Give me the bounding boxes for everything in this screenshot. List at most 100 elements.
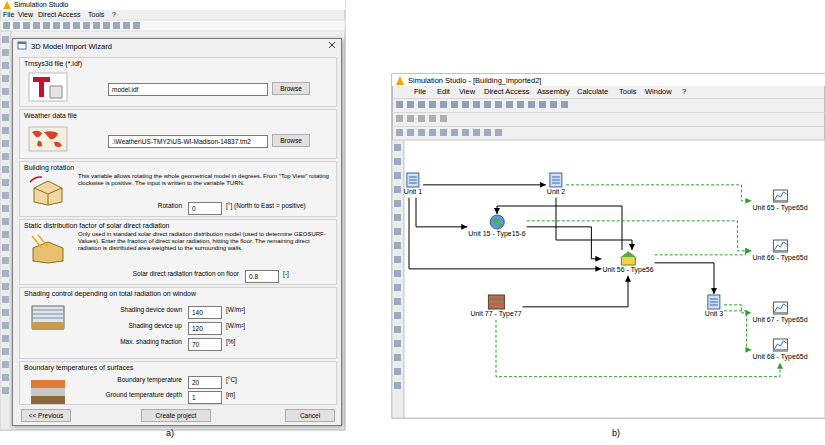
menu-item: Direct Access (38, 11, 80, 19)
data-link (409, 198, 601, 269)
app-icon (396, 76, 404, 85)
number-field: 0.8 (245, 270, 279, 283)
toolbar-icon (484, 101, 491, 108)
field-label: Max. shading fraction (120, 338, 182, 345)
tool-icon (2, 114, 9, 121)
tool-icon (2, 153, 9, 160)
menu-item: Window (645, 88, 672, 96)
tool-icon (394, 200, 401, 207)
toolbar-icon (133, 22, 140, 29)
tool-icon (394, 214, 401, 221)
panel-letter: a) (166, 429, 174, 439)
toolbar-icon (113, 22, 120, 29)
toolbar (0, 20, 345, 31)
unit-text: Unit 56 - Type56 (602, 266, 653, 274)
toolbar-icon (440, 101, 447, 108)
menu-item: File (414, 88, 426, 96)
tool-icon (394, 326, 401, 333)
tool-icon (394, 186, 401, 193)
window-title: Simulation Studio (14, 1, 68, 9)
app-window (0, 0, 345, 430)
toolbar-icon (396, 129, 403, 136)
tool-strip (0, 31, 11, 430)
doc-icon (705, 294, 723, 310)
text-field: model.idf (108, 83, 268, 96)
browse-button: Browse (272, 134, 310, 147)
tool-icon (2, 283, 9, 290)
tool-icon (2, 296, 9, 303)
tool-icon (2, 192, 9, 199)
unit-text: Unit 15 - Type15-6 (468, 230, 525, 238)
data-link (416, 198, 467, 227)
field-text: 1 (192, 393, 218, 402)
unit-component: Unit 2 (546, 172, 566, 198)
toolbar-separator (392, 98, 825, 99)
toolbar-icon (396, 115, 403, 122)
toolbar-icon (451, 129, 458, 136)
app-window (392, 74, 825, 418)
tool-icon (394, 312, 401, 319)
toolbar-icon (103, 22, 110, 29)
section-description: Only used in standard solar direct radia… (78, 231, 330, 252)
tool-icon (2, 361, 9, 368)
tool-icon (2, 62, 9, 69)
field-text: 0.8 (249, 272, 275, 281)
tool-icon (2, 205, 9, 212)
menu-item: Assembly (537, 88, 570, 96)
wizard-dialog: model.idfBrowseTrnsys3d file (*.idf).\We… (12, 38, 342, 426)
number-field: 120 (188, 322, 222, 335)
toolbar-icon (462, 129, 469, 136)
field-text: model.idf (112, 85, 264, 94)
field-label: Shading device up (129, 322, 183, 329)
unit-component: Unit 1 (403, 172, 423, 198)
dialog-button: Create project (141, 409, 211, 422)
button-text: Create project (146, 411, 206, 420)
menu-item: View (18, 11, 33, 19)
unit-text: Unit 68 - Type65d (752, 353, 807, 361)
unit-text: Unit 1 (404, 188, 422, 196)
number-field: 140 (188, 306, 222, 319)
tool-icon (2, 127, 9, 134)
tool-icon (2, 49, 9, 56)
menu-item: Edit (437, 88, 450, 96)
toolbar-icon (418, 115, 425, 122)
field-label: Shading device down (120, 306, 182, 313)
menu-item: File (3, 11, 14, 19)
studio-window: Unit 1 Unit 2 Unit 15 - Type15-6Unit 56 - … (392, 74, 825, 418)
toolbar-icon (440, 115, 447, 122)
toolbar-icon (418, 101, 425, 108)
button-text: Cancel (290, 411, 330, 420)
field-text: .\Weather\US-TMY2\US-WI-Madison-14837.tm… (112, 137, 264, 146)
number-field: 70 (188, 338, 222, 351)
unit-component: Unit 67 - Type65d (751, 300, 808, 326)
tool-icon (2, 218, 9, 225)
s1-icon (28, 72, 68, 102)
unit-label: [%] (226, 338, 235, 345)
output-link (527, 221, 752, 251)
dialog-button: << Previous (21, 409, 71, 422)
toolbar-icon (33, 22, 40, 29)
data-link (497, 206, 622, 250)
number-field: 0 (188, 202, 222, 215)
toolbar-icon (123, 22, 130, 29)
tool-icon (394, 298, 401, 305)
data-link (523, 276, 628, 307)
toolbar-icon (396, 101, 403, 108)
section-text: Building rotation (24, 164, 74, 171)
browse-button: Browse (272, 82, 310, 95)
dialog-text: 3D Model Import Wizard (31, 42, 112, 51)
toolbar-icon (550, 101, 557, 108)
data-link (527, 227, 602, 259)
printer-icon (771, 300, 789, 316)
toolbar-icon (495, 101, 502, 108)
toolbar-icon (13, 22, 20, 29)
unit-label: [m] (226, 391, 235, 398)
unit-label: [-] (283, 270, 289, 277)
tool-icon (2, 374, 9, 381)
tool-icon (2, 244, 9, 251)
tool-icon (394, 354, 401, 361)
toolbar-separator (392, 112, 825, 113)
section-text: Trnsys3d file (*.idf) (24, 60, 82, 67)
menu-item: ? (112, 11, 116, 19)
tool-icon (2, 179, 9, 186)
